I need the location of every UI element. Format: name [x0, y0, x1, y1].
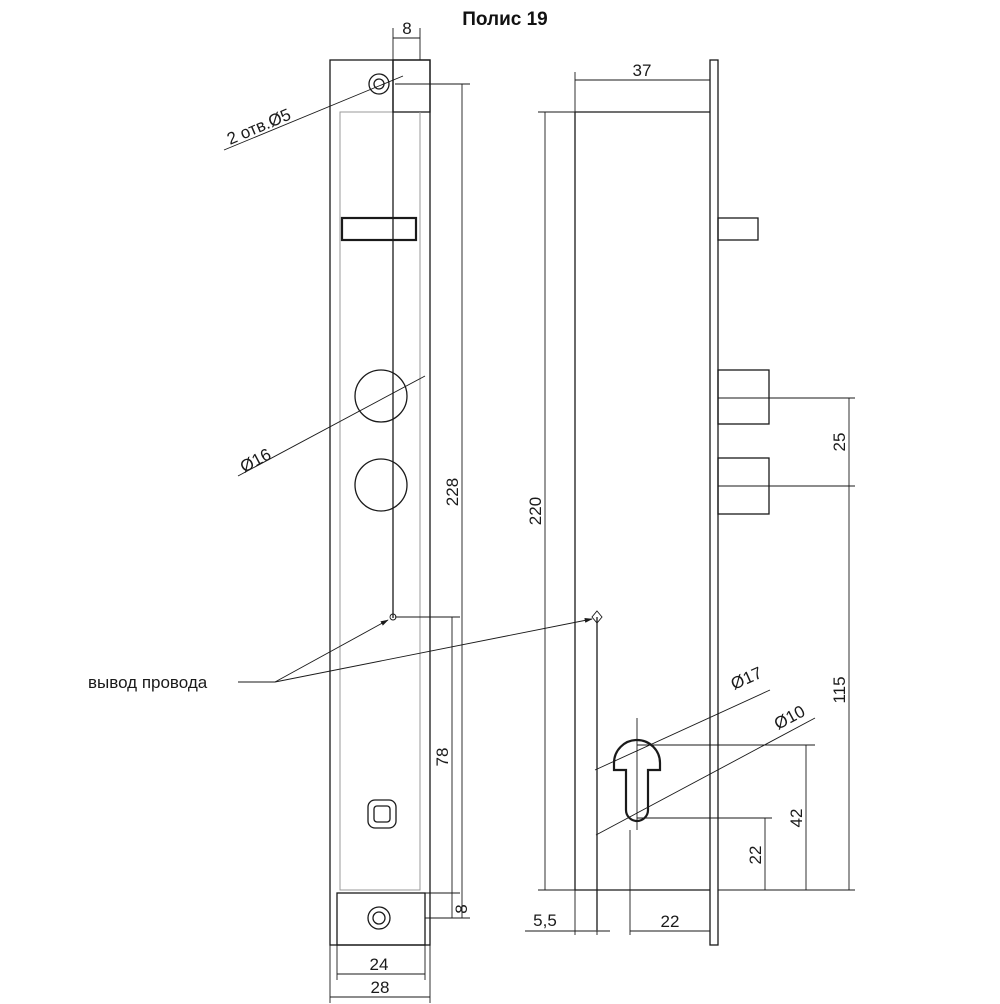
label-wire-outlet: вывод провода [88, 673, 208, 692]
dim-42: 42 [787, 809, 806, 828]
dim-24: 24 [370, 955, 389, 974]
dim-22-horizontal: 22 [661, 912, 680, 931]
wire-outlet-callout: вывод провода [88, 618, 593, 692]
latch-slot [340, 216, 418, 242]
dim-220: 220 [526, 497, 545, 525]
dim-78: 78 [433, 748, 452, 767]
label-d10: Ø10 [771, 702, 808, 734]
wire-leader-side [274, 618, 593, 683]
wire-leader-front [274, 619, 389, 683]
side-faceplate [709, 59, 719, 946]
dim-5-5: 5,5 [533, 911, 557, 930]
side-wire-outlet-icon [591, 610, 603, 624]
lock-body-outline [339, 111, 421, 891]
front-view: 8 228 78 8 24 28 2 отв.Ø5 Ø16 [223, 19, 471, 1003]
faceplate-outline [329, 59, 431, 946]
bottom-tab [336, 892, 426, 946]
square-hole-icon [367, 799, 397, 829]
dim-25: 25 [830, 433, 849, 452]
dim-37: 37 [633, 61, 652, 80]
dim-8-bottom: 8 [452, 904, 471, 913]
dim-22-vertical: 22 [746, 846, 765, 865]
label-d16: Ø16 [237, 445, 274, 477]
dim-115: 115 [830, 676, 849, 703]
top-mounting-hole-icon [368, 73, 390, 95]
label-2-holes-d5: 2 отв.Ø5 [224, 105, 294, 149]
page-title: Полис 19 [462, 9, 548, 30]
side-bolt-upper [717, 369, 770, 425]
top-tab [392, 59, 431, 113]
dim-8-top: 8 [402, 19, 411, 38]
bolt-hole-lower-icon [354, 458, 408, 512]
label-d17: Ø17 [728, 663, 765, 693]
bolt-hole-upper-icon [354, 369, 408, 423]
bottom-mounting-hole-icon [367, 906, 391, 930]
dim-28: 28 [371, 978, 390, 997]
dim-228: 228 [443, 478, 462, 506]
side-latch [717, 217, 759, 241]
side-view: 37 220 25 115 42 22 5,5 22 Ø17 [525, 59, 855, 946]
